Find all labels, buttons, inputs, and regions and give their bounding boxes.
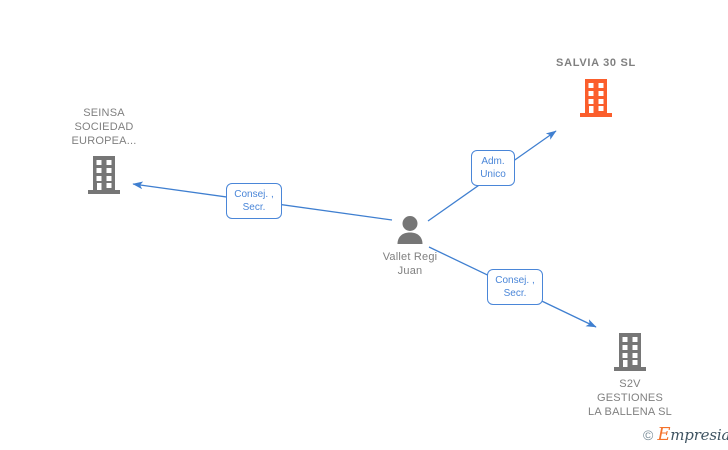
node-vallet-regi-juan[interactable]: Vallet Regi Juan bbox=[330, 214, 490, 278]
empresia-logo: Empresia bbox=[657, 426, 728, 444]
node-s2v-gestiones-la-ballena-sl[interactable]: S2V GESTIONES LA BALLENA SL bbox=[550, 331, 710, 419]
edge-label-consejero-secretario-seinsa[interactable]: Consej. , Secr. bbox=[226, 183, 282, 219]
person-icon[interactable] bbox=[330, 214, 490, 246]
edge-label-consejero-secretario-s2v[interactable]: Consej. , Secr. bbox=[487, 269, 543, 305]
building-icon[interactable] bbox=[516, 77, 676, 119]
empresia-logo-initial: E bbox=[657, 424, 671, 445]
node-salvia-label: SALVIA 30 SL bbox=[556, 57, 636, 69]
copyright-icon: © bbox=[643, 427, 654, 443]
edge-label-adm-unico[interactable]: Adm. Unico bbox=[471, 150, 515, 186]
empresia-logo-rest: mpresia bbox=[670, 426, 728, 444]
node-s2v-label: S2V GESTIONES LA BALLENA SL bbox=[588, 378, 672, 418]
node-person-label: Vallet Regi Juan bbox=[382, 251, 438, 277]
empresia-watermark: © Empresia bbox=[643, 426, 728, 444]
node-seinsa-label: SEINSA SOCIEDAD EUROPEA... bbox=[71, 107, 137, 147]
building-icon[interactable] bbox=[550, 331, 710, 373]
node-salvia-30-sl[interactable]: SALVIA 30 SL bbox=[516, 56, 676, 119]
building-icon[interactable] bbox=[24, 154, 184, 196]
node-seinsa-sociedad-europea[interactable]: SEINSA SOCIEDAD EUROPEA... bbox=[24, 106, 184, 196]
